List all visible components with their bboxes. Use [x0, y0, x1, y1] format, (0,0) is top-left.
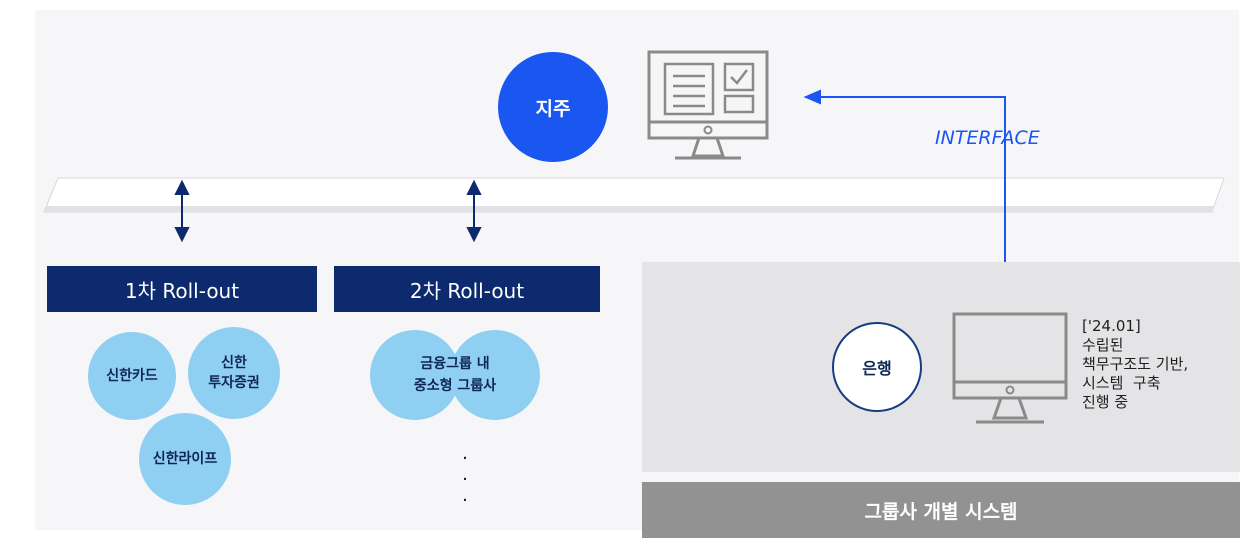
bank-status-note: ['24.01] 수립된 책무구조도 기반, 시스템 구축 진행 중: [1082, 317, 1232, 412]
affiliate-shinhan-securities: 신한 투자증권: [188, 327, 280, 419]
affiliate-bubble-left: [370, 330, 460, 420]
note-line: 시스템 구축: [1082, 374, 1161, 392]
rollout-1-header: 1차 Roll-out: [47, 266, 317, 312]
affiliate-label: 신한카드: [106, 368, 158, 384]
bank-panel: [642, 262, 1240, 472]
group-system-label: 그룹사 개별 시스템: [864, 500, 1018, 523]
rollout-1-label: 1차 Roll-out: [124, 278, 240, 303]
note-line: 수립된: [1082, 336, 1124, 354]
affiliate-label: 금융그룹 내 중소형 그룹사: [413, 356, 497, 394]
interface-label: INTERFACE: [935, 127, 1040, 149]
monitor-checklist-icon: [647, 50, 769, 160]
affiliate-shinhan-life: 신한라이프: [139, 413, 231, 505]
note-line: ['24.01]: [1082, 317, 1141, 335]
note-line: 책무구조도 기반,: [1082, 355, 1189, 373]
holding-company-node: 지주: [498, 52, 608, 162]
rollout-2-header: 2차 Roll-out: [334, 266, 600, 312]
monitor-icon: [952, 312, 1068, 424]
affiliate-bubble-right: [450, 330, 540, 420]
rollout-2-label: 2차 Roll-out: [409, 278, 525, 303]
holding-company-label: 지주: [535, 97, 571, 120]
affiliate-label: 신한 투자증권: [208, 355, 260, 391]
double-arrow-icon: [466, 179, 482, 243]
more-dots: · · ·: [462, 448, 468, 511]
note-line: 진행 중: [1082, 393, 1129, 411]
bank-label: 은행: [862, 359, 892, 378]
affiliate-shinhan-card: 신한카드: [88, 332, 176, 420]
affiliate-small-group: 금융그룹 내 중소형 그룹사: [380, 338, 530, 412]
group-system-bar: 그룹사 개별 시스템: [642, 482, 1240, 538]
double-arrow-icon: [174, 179, 190, 243]
affiliate-label: 신한라이프: [152, 451, 218, 467]
bank-node: 은행: [832, 322, 922, 412]
